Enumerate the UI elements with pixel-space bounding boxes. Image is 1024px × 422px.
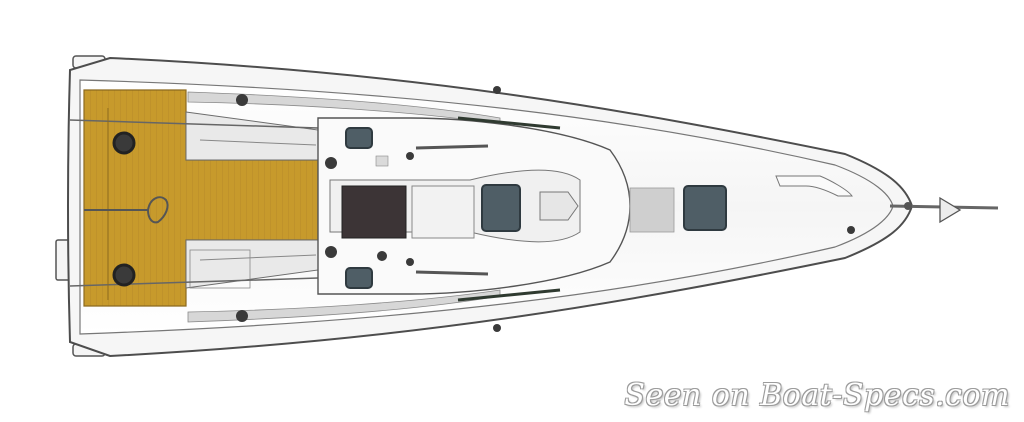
traveller-tracks xyxy=(69,108,319,300)
fore-hatch xyxy=(683,185,727,231)
port-portlight xyxy=(345,127,373,149)
anchor-locker xyxy=(775,175,853,197)
handrails xyxy=(415,144,489,276)
foredeck-panel xyxy=(629,187,675,233)
cockpit-benches xyxy=(185,111,319,289)
starboard-side-deck xyxy=(187,289,501,323)
bowsprit xyxy=(889,196,999,224)
companionway-hatch xyxy=(341,185,407,239)
mast-step xyxy=(539,191,579,221)
genoa-tracks xyxy=(457,116,561,302)
forward-coachroof-hatch xyxy=(481,184,521,232)
starboard-portlight xyxy=(345,267,373,289)
deck-fittings xyxy=(236,86,855,332)
tiller xyxy=(84,196,169,224)
cockpit-winches xyxy=(112,131,136,287)
sliding-hatch xyxy=(411,185,475,239)
watermark: Seen on Boat-Specs.com xyxy=(624,378,1010,413)
